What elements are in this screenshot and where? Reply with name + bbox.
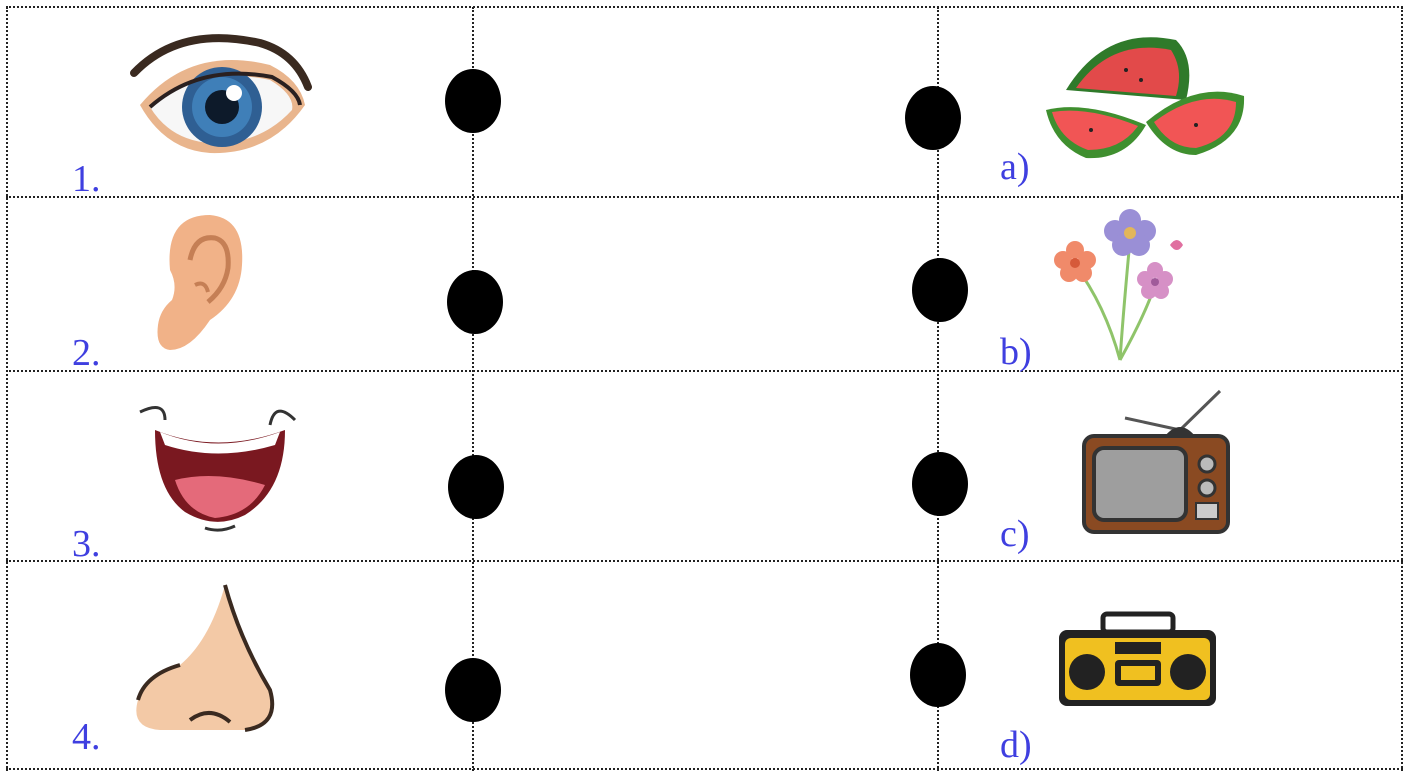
item-number: 2.: [72, 332, 101, 374]
grid-line: [1401, 7, 1403, 771]
watermelon-icon: [1046, 30, 1246, 162]
grid-line: [6, 6, 1403, 8]
item-number: 1.: [72, 158, 101, 200]
match-dot-left[interactable]: [445, 658, 501, 722]
mouth-icon: [135, 400, 300, 535]
item-letter: b): [1000, 331, 1032, 373]
match-dot-right[interactable]: [912, 258, 968, 322]
nose-icon: [130, 580, 280, 740]
item-number: 4.: [72, 716, 101, 758]
grid-line: [6, 768, 1403, 770]
television-icon: [1080, 388, 1230, 538]
match-dot-left[interactable]: [448, 455, 504, 519]
ear-icon: [150, 210, 250, 360]
item-letter: d): [1000, 724, 1032, 766]
flowers-icon: [1045, 205, 1195, 365]
item-letter: c): [1000, 513, 1030, 555]
match-dot-left[interactable]: [445, 69, 501, 133]
match-dot-right[interactable]: [910, 643, 966, 707]
eye-icon: [120, 25, 315, 165]
boombox-icon: [1055, 610, 1220, 710]
match-dot-left[interactable]: [447, 270, 503, 334]
grid-line: [6, 196, 1403, 198]
grid-line: [937, 7, 939, 771]
item-letter: a): [1000, 146, 1030, 188]
grid-line: [6, 7, 8, 771]
match-dot-right[interactable]: [905, 86, 961, 150]
item-number: 3.: [72, 523, 101, 565]
grid-line: [472, 7, 474, 771]
grid-line: [6, 560, 1403, 562]
grid-line: [6, 370, 1403, 372]
match-dot-right[interactable]: [912, 452, 968, 516]
